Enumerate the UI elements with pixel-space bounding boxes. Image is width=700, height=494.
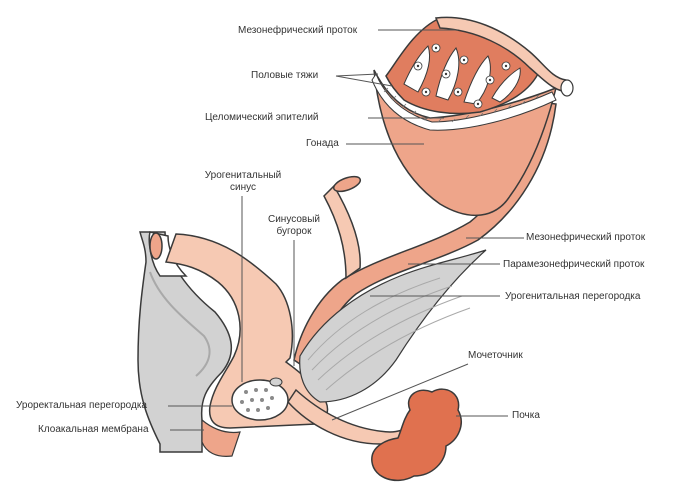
rectum-inner-shadow (149, 271, 211, 377)
cloacal-membrane-shape (201, 418, 241, 457)
septum-stripes (307, 277, 471, 391)
tubercle-dots (240, 388, 274, 412)
duct-opening (269, 377, 283, 387)
kidney-shape (371, 388, 462, 482)
hindgut-opening (149, 232, 163, 260)
sex-cords-region (385, 17, 541, 115)
rectum-shape (137, 231, 233, 453)
label-sinus-tubercle: Синусовый бугорок (258, 214, 330, 238)
label-urorectal-septum: Уроректальная перегородка (16, 400, 147, 411)
epithelium-cells (383, 87, 540, 123)
paramesonephric-tube (323, 184, 361, 280)
label-gonad: Гонада (306, 138, 339, 149)
sex-cords-nuclei-dots (416, 46, 508, 106)
label-coelomic-epithelium: Целомический эпителий (205, 112, 319, 123)
mesonephric-duct-end (560, 79, 574, 97)
label-urogenital-septum: Урогенитальная перегородка (505, 291, 641, 302)
label-sinus-tubercle-line1: Синусовый (268, 214, 320, 225)
label-urogenital-sinus-line1: Урогенитальный (204, 170, 282, 181)
label-sinus-tubercle-line2: бугорок (276, 226, 312, 237)
label-kidney: Почка (512, 410, 540, 421)
label-sex-cords: Половые тяжи (251, 70, 319, 81)
label-mesonephric-duct-right: Мезонефрический проток (526, 232, 646, 243)
label-ureter: Мочеточник (468, 350, 523, 361)
paramesonephric-opening (332, 175, 362, 193)
label-mesonephric-duct-top: Мезонефрический проток (238, 25, 358, 36)
leader-lines (168, 29, 524, 431)
label-cloacal-membrane: Клоакальная мембрана (38, 424, 149, 435)
label-urogenital-sinus-line2: синус (230, 182, 256, 193)
label-urogenital-sinus: Урогенитальный синус (198, 170, 288, 194)
label-paramesonephric-duct: Парамезонефрический проток (503, 259, 645, 270)
